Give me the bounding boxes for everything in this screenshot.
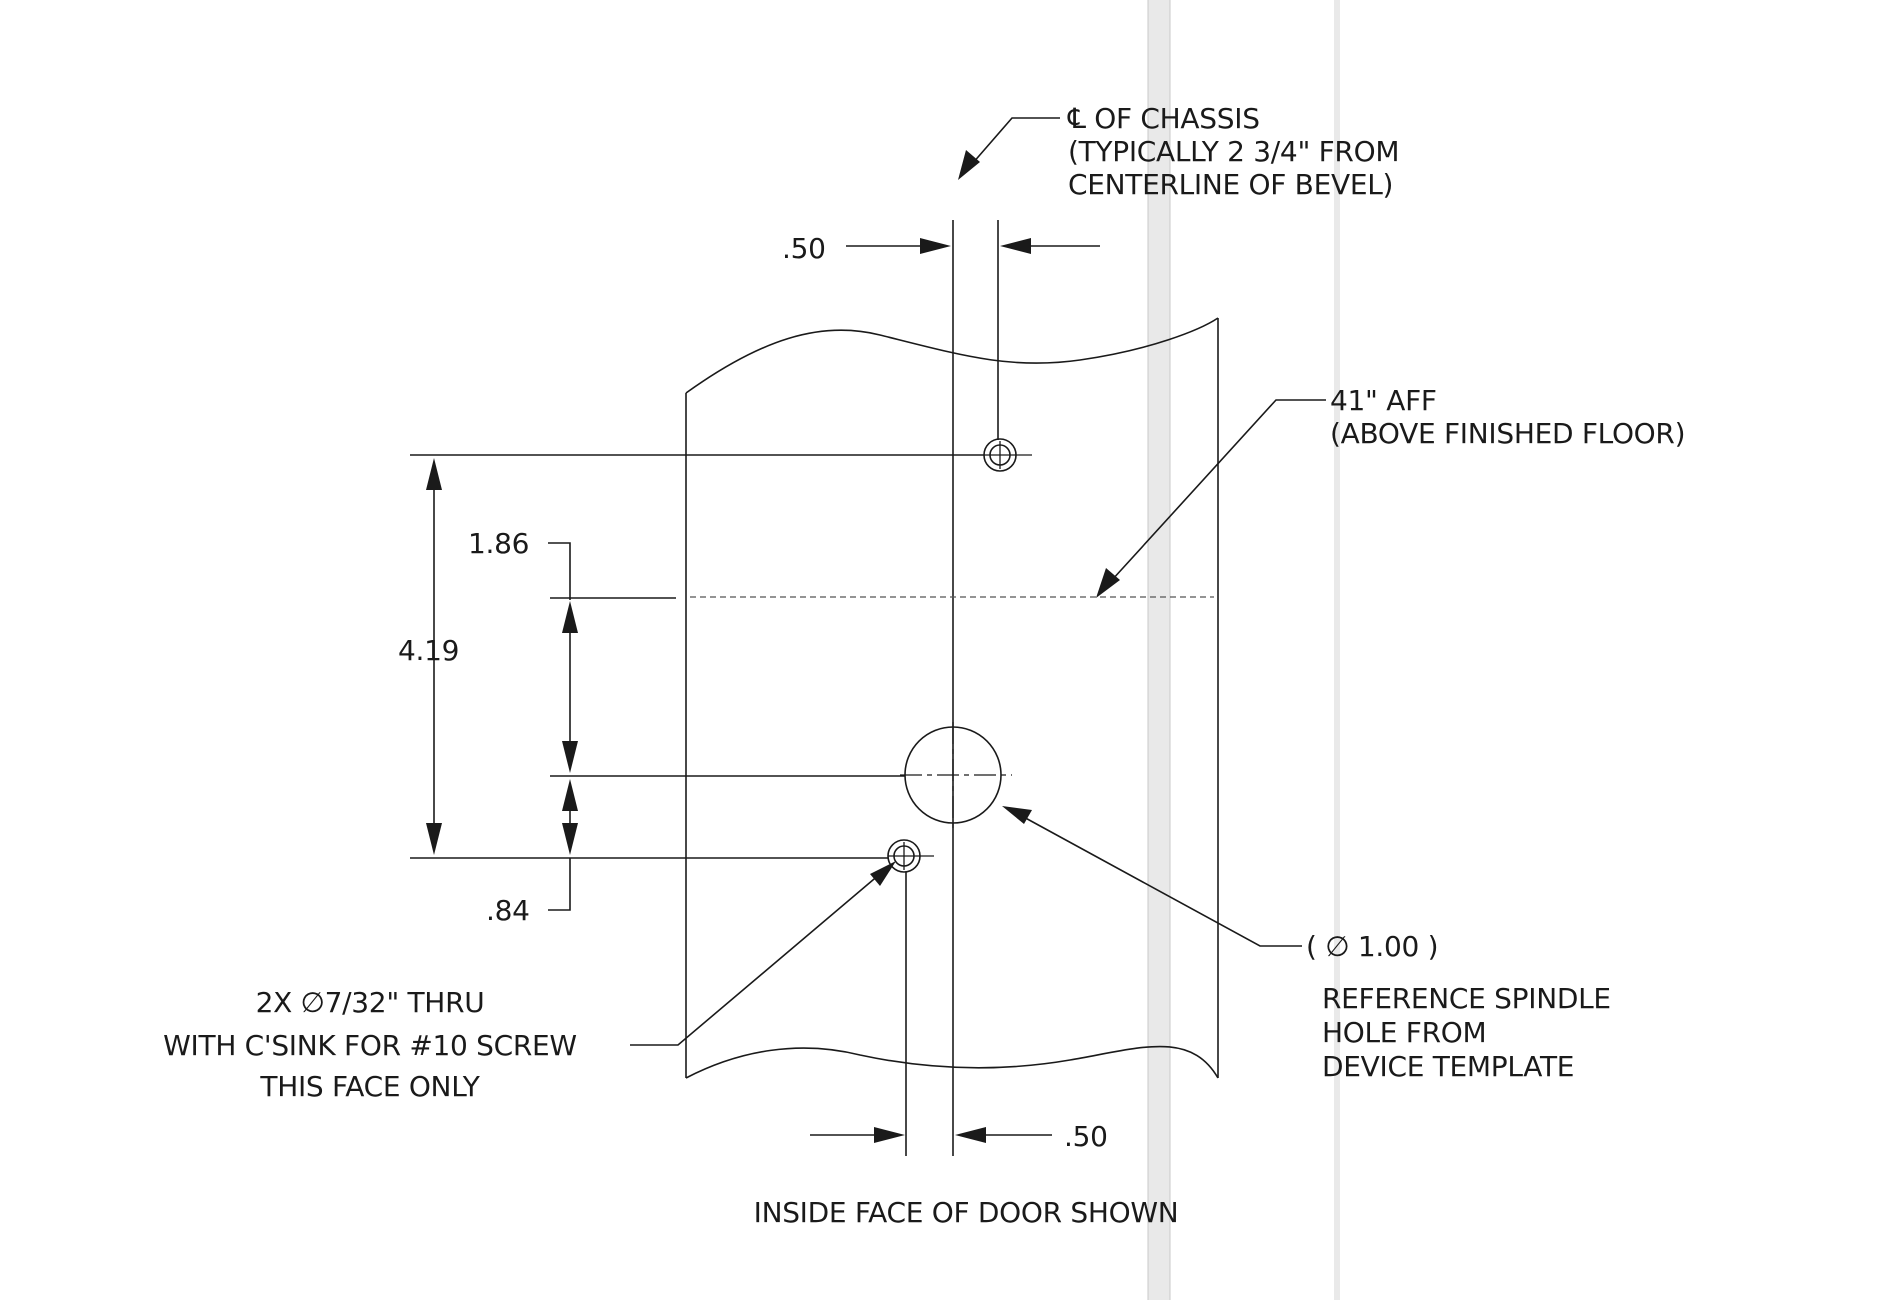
spindle-note-line1: REFERENCE SPINDLE	[1322, 982, 1611, 1015]
aff-note-line2: (ABOVE FINISHED FLOOR)	[1330, 417, 1685, 450]
screw-hole-leader	[630, 861, 896, 1046]
dimension-upper-vertical-label: 1.86	[468, 527, 529, 560]
dimension-bottom-offset-label: .50	[1064, 1120, 1108, 1153]
chassis-note-line3: CENTERLINE OF BEVEL)	[1068, 168, 1393, 201]
scan-artifact-band	[1148, 0, 1170, 1300]
dimension-overall-vertical-label: 4.19	[398, 634, 459, 667]
screw-hole-note-line1: 2X ∅7/32" THRU	[256, 986, 485, 1019]
lower-screw-hole	[887, 839, 934, 873]
aff-note-line1: 41" AFF	[1330, 384, 1437, 417]
dimension-0-84	[548, 779, 578, 911]
screw-hole-note-line2: WITH C'SINK FOR #10 SCREW	[163, 1029, 577, 1062]
spindle-hole	[900, 722, 1012, 828]
upper-screw-hole	[983, 438, 1032, 472]
chassis-note-line1: ℄ OF CHASSIS	[1067, 102, 1260, 135]
dimension-1-86	[548, 542, 578, 773]
view-caption: INSIDE FACE OF DOOR SHOWN	[754, 1196, 1179, 1229]
spindle-leader	[1002, 806, 1302, 947]
aff-leader	[1096, 399, 1326, 598]
chassis-note-line2: (TYPICALLY 2 3/4" FROM	[1068, 135, 1399, 168]
dimension-lower-vertical-label: .84	[486, 894, 530, 927]
dimension-bottom-offset	[810, 1127, 1052, 1143]
dimension-4-19	[426, 458, 442, 855]
dimension-top-offset	[846, 238, 1100, 254]
screw-hole-note-line3: THIS FACE ONLY	[259, 1070, 480, 1103]
spindle-note-line3: DEVICE TEMPLATE	[1322, 1050, 1574, 1083]
dimension-top-offset-label: .50	[782, 232, 826, 265]
spindle-dimension-label: ( ∅ 1.00 )	[1306, 930, 1438, 963]
spindle-note-line2: HOLE FROM	[1322, 1016, 1486, 1049]
scan-artifact-band	[1334, 0, 1340, 1300]
door-outline	[685, 317, 1219, 1079]
chassis-leader	[958, 117, 1060, 180]
